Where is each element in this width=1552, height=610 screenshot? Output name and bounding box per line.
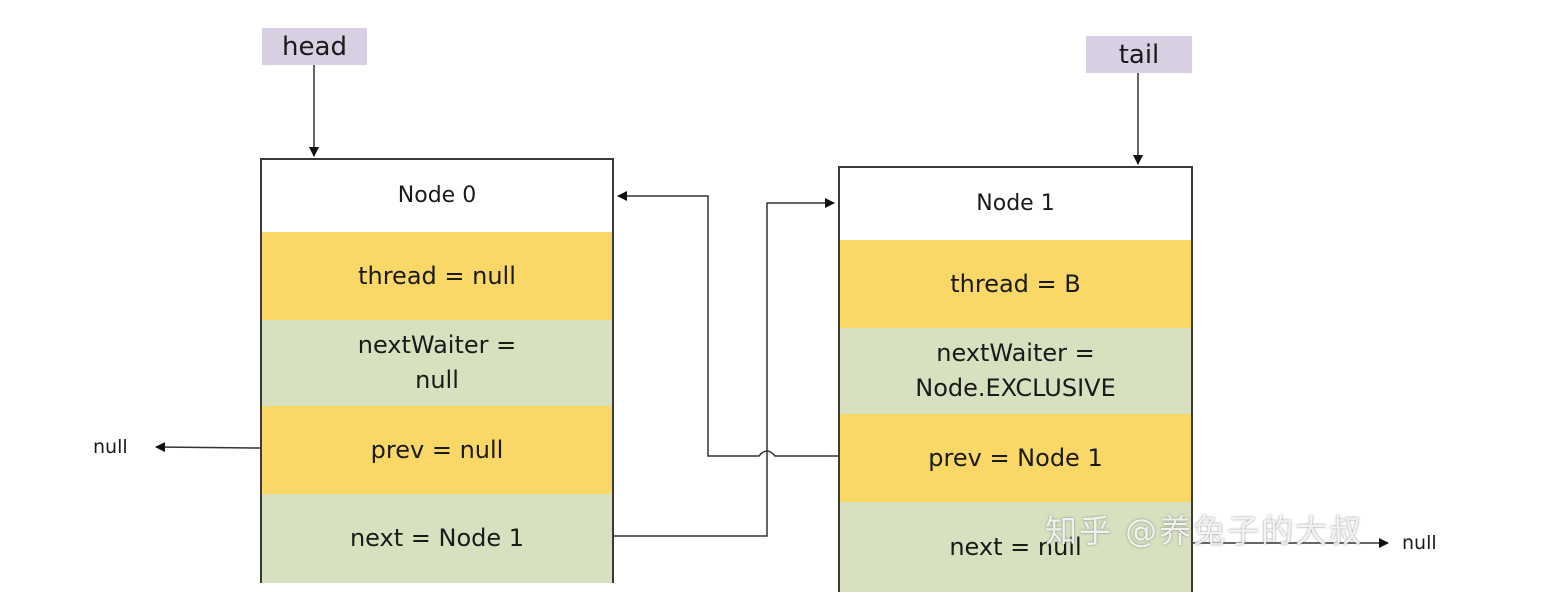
node-1-next: next = null (840, 502, 1191, 592)
node-1-nextwaiter-line1: nextWaiter = (936, 339, 1095, 368)
node-0-nextwaiter: nextWaiter = null (262, 320, 612, 406)
node-1-title: Node 1 (840, 168, 1191, 241)
null-left-label: null (93, 436, 128, 458)
node-1: Node 1 thread = B nextWaiter = Node.EXCL… (838, 166, 1193, 592)
node-0-nextwaiter-line2: null (415, 366, 459, 394)
node-1-nextwaiter-line2: Node.EXCLUSIVE (915, 374, 1116, 402)
prev-link-arrow (617, 191, 838, 457)
next-link-arrow (614, 198, 835, 537)
node-0-thread: thread = null (262, 232, 612, 320)
node-0-next: next = Node 1 (262, 494, 612, 583)
null-right-label: null (1402, 532, 1437, 554)
watermark-text: 知乎 @养兔子的大叔 (1045, 512, 1364, 550)
null-left-arrow (155, 442, 261, 453)
tail-label: tail (1086, 36, 1192, 73)
node-0: Node 0 thread = null nextWaiter = null p… (260, 158, 614, 583)
head-label: head (262, 28, 367, 65)
node-1-prev: prev = Node 1 (840, 414, 1191, 502)
node-0-nextwaiter-line1: nextWaiter = (357, 331, 517, 360)
node-0-prev: prev = null (262, 406, 612, 494)
node-1-thread: thread = B (840, 240, 1191, 328)
node-1-nextwaiter: nextWaiter = Node.EXCLUSIVE (840, 328, 1191, 414)
node-0-title: Node 0 (262, 160, 612, 233)
